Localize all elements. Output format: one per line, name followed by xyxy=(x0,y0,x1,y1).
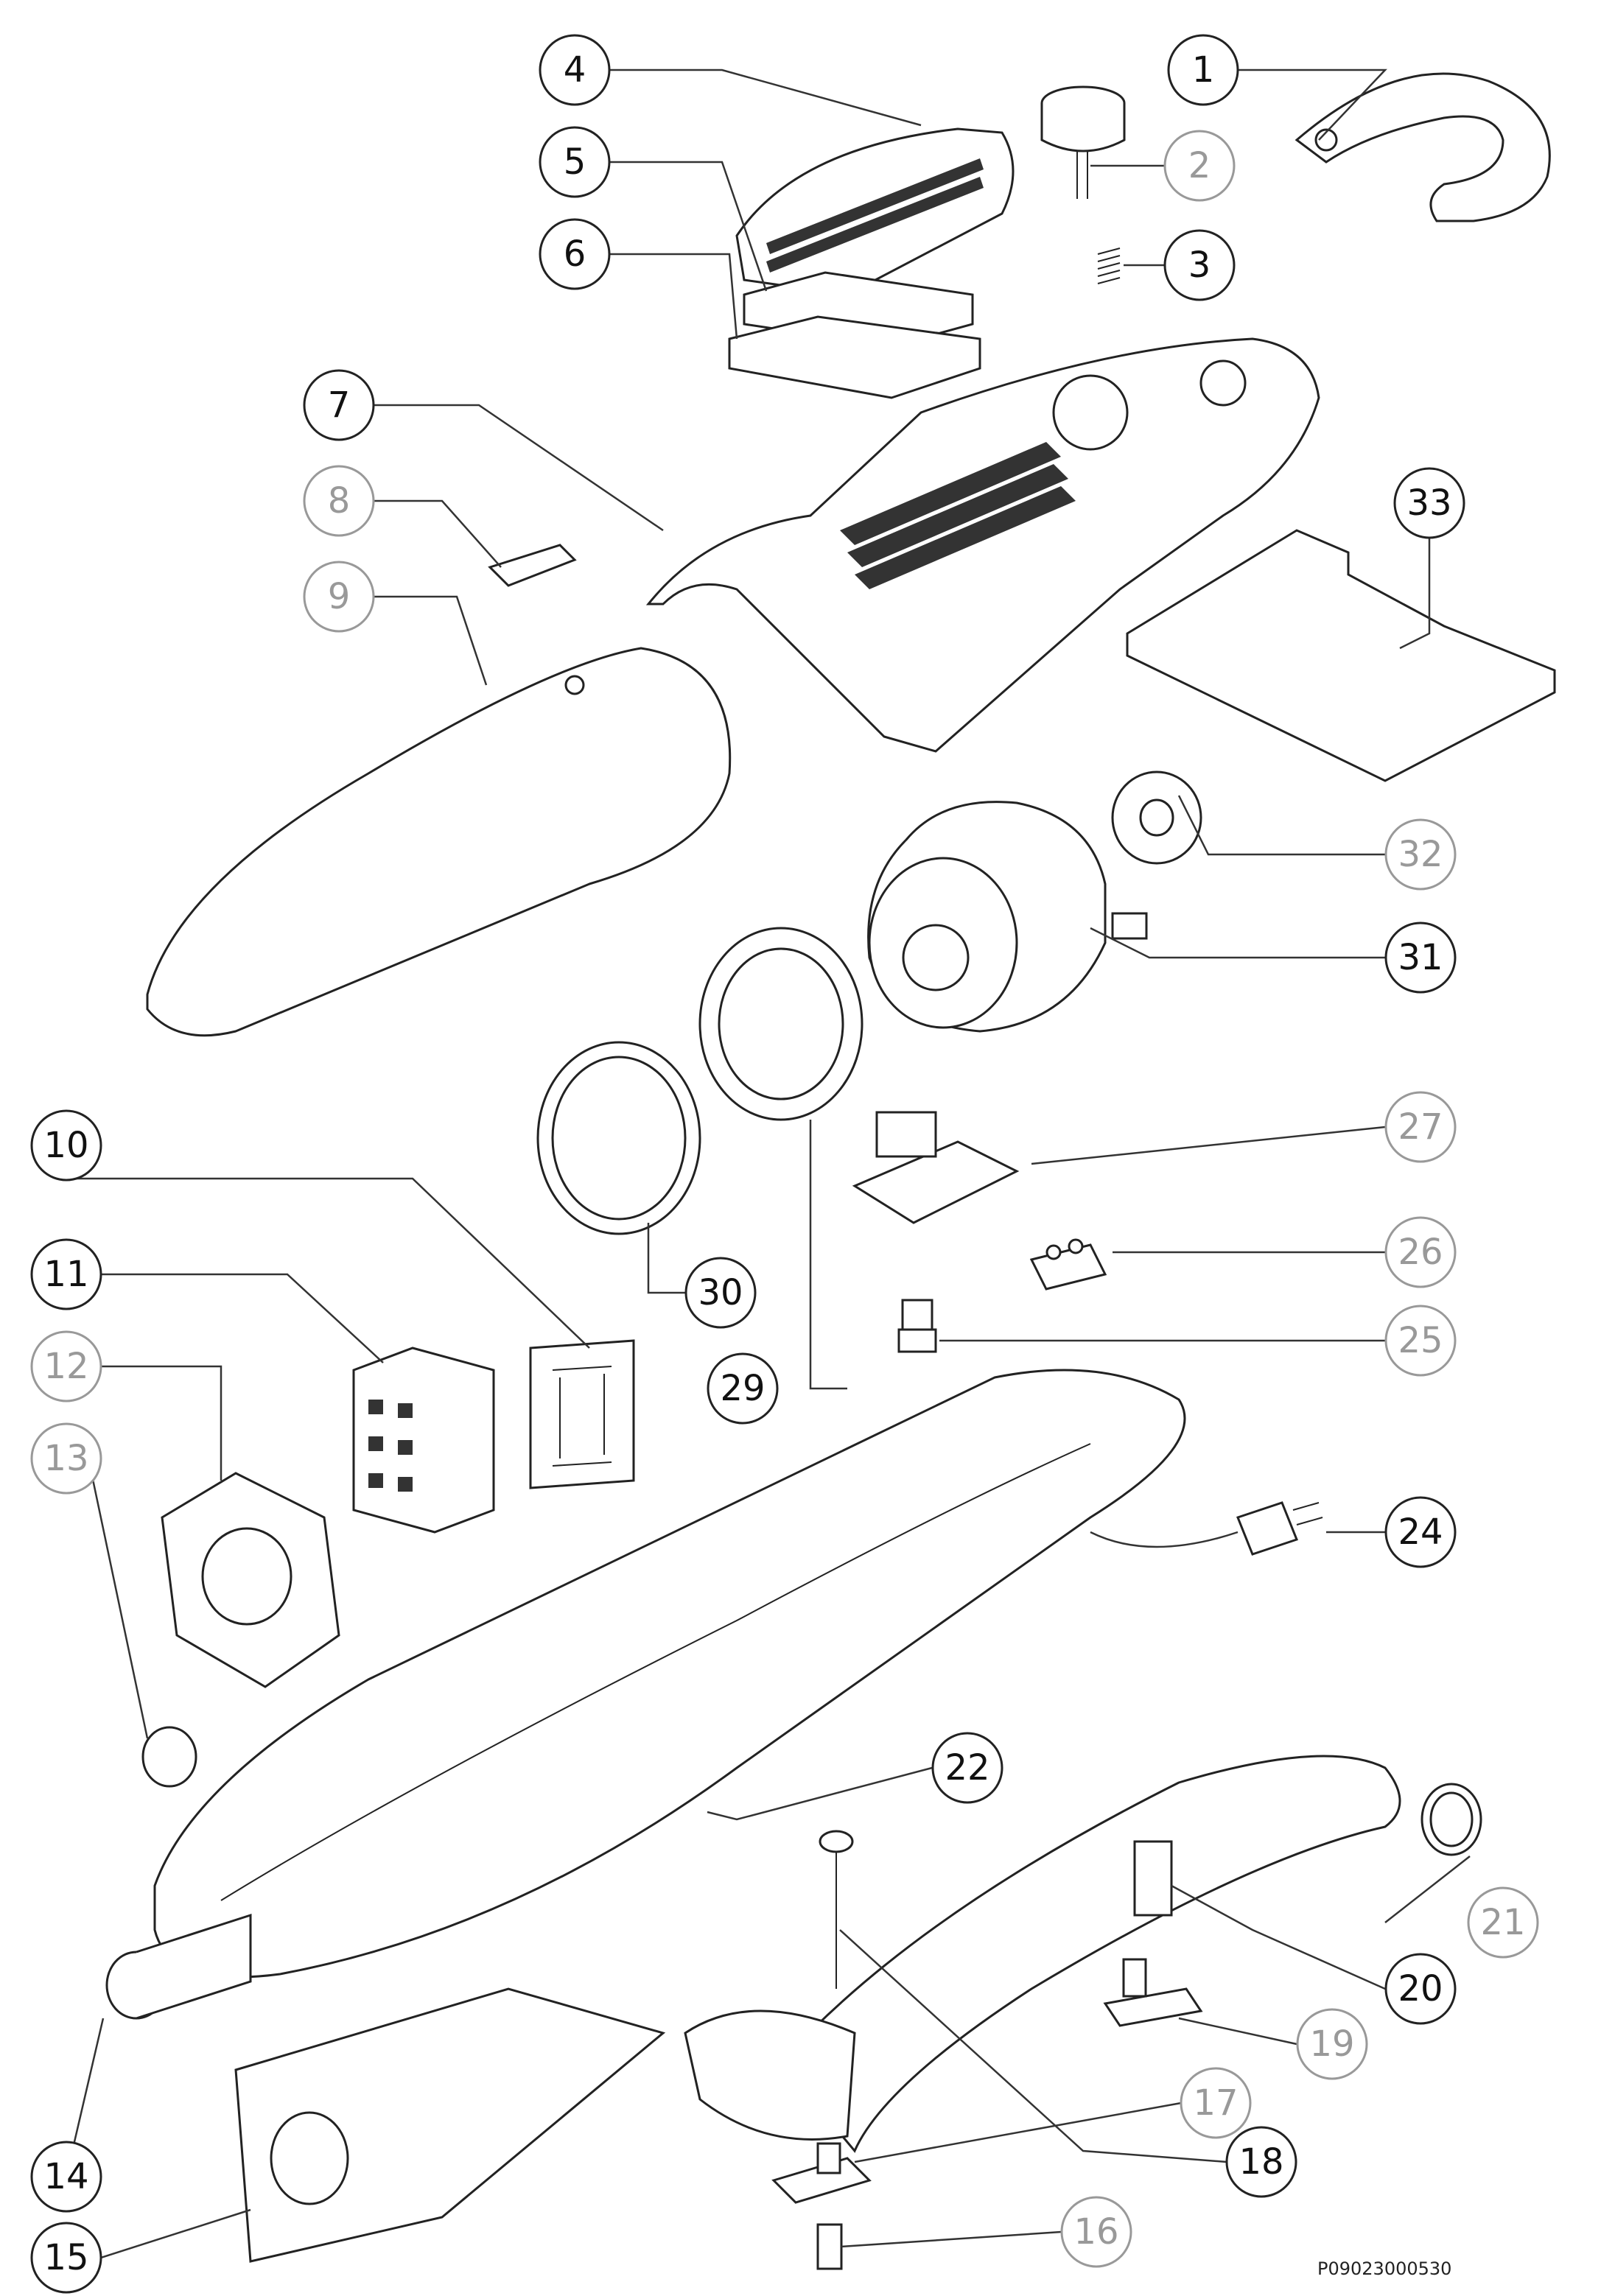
callout-12: 12 xyxy=(30,1330,102,1402)
callout-24: 24 xyxy=(1384,1496,1457,1568)
svg-text:22: 22 xyxy=(945,1747,989,1788)
part-filter-holder xyxy=(161,1472,340,1688)
callout-26: 26 xyxy=(1384,1216,1457,1288)
callout-18: 18 xyxy=(1225,2126,1297,2198)
part-latch xyxy=(1103,1958,1203,2027)
callout-16: 16 xyxy=(1060,2196,1132,2268)
svg-text:2: 2 xyxy=(1188,145,1211,186)
svg-text:29: 29 xyxy=(720,1368,765,1409)
part-small-peg xyxy=(816,2223,843,2270)
callout-33: 33 xyxy=(1393,467,1465,539)
svg-text:14: 14 xyxy=(43,2156,88,2197)
callout-22: 22 xyxy=(931,1732,1003,1804)
part-flat-filter xyxy=(529,1339,635,1489)
callout-7: 7 xyxy=(303,369,375,441)
svg-text:13: 13 xyxy=(43,1438,88,1479)
svg-text:12: 12 xyxy=(43,1346,88,1387)
svg-text:15: 15 xyxy=(43,2237,88,2278)
callout-2: 2 xyxy=(1163,130,1236,202)
part-main-body xyxy=(153,1369,1186,1979)
svg-text:7: 7 xyxy=(328,385,351,426)
svg-text:3: 3 xyxy=(1188,245,1211,286)
callout-4: 4 xyxy=(539,34,611,106)
callouts: 1 2 3 4 5 6 7 8 9 10 11 12 13 14 15 16 1… xyxy=(30,34,1539,2294)
part-knob xyxy=(1040,85,1126,199)
svg-text:6: 6 xyxy=(564,234,586,275)
part-switch xyxy=(897,1299,937,1353)
part-grille-cover xyxy=(735,127,1015,296)
part-seal-ring xyxy=(536,1041,701,1235)
callout-11: 11 xyxy=(30,1238,102,1310)
callout-32: 32 xyxy=(1384,818,1457,891)
part-motor xyxy=(867,801,1148,1033)
svg-text:30: 30 xyxy=(698,1272,743,1313)
svg-text:16: 16 xyxy=(1073,2211,1118,2253)
svg-text:19: 19 xyxy=(1309,2023,1354,2065)
callout-15: 15 xyxy=(30,2222,102,2294)
callout-13: 13 xyxy=(30,1422,102,1495)
svg-text:10: 10 xyxy=(43,1125,88,1166)
svg-text:21: 21 xyxy=(1480,1902,1525,1943)
svg-text:31: 31 xyxy=(1398,937,1443,978)
svg-text:32: 32 xyxy=(1398,834,1443,875)
part-clip xyxy=(488,544,577,587)
callout-3: 3 xyxy=(1163,229,1236,301)
part-upper-housing xyxy=(645,337,1320,753)
svg-text:26: 26 xyxy=(1398,1232,1443,1273)
callout-29: 29 xyxy=(707,1352,779,1425)
part-motor-sleeve xyxy=(698,927,863,1121)
part-spring xyxy=(1097,247,1121,284)
part-circuit-board xyxy=(852,1111,1020,1224)
callout-5: 5 xyxy=(539,126,611,198)
part-filter-cartridge xyxy=(352,1347,495,1534)
callout-31: 31 xyxy=(1384,921,1457,994)
svg-text:18: 18 xyxy=(1239,2141,1283,2183)
callout-17: 17 xyxy=(1180,2067,1252,2139)
svg-text:4: 4 xyxy=(564,49,586,91)
svg-text:25: 25 xyxy=(1398,1320,1443,1361)
part-slide-button xyxy=(771,2142,872,2204)
part-nozzle-cover xyxy=(146,647,732,1037)
svg-text:20: 20 xyxy=(1398,1968,1443,2009)
part-power-cord xyxy=(1090,1501,1323,1556)
svg-text:24: 24 xyxy=(1398,1512,1443,1553)
svg-text:1: 1 xyxy=(1192,49,1215,91)
svg-text:33: 33 xyxy=(1406,482,1451,524)
part-washer xyxy=(1111,770,1202,865)
part-tube-end xyxy=(105,1913,252,2020)
part-filter-pad-lower xyxy=(728,315,981,399)
callout-25: 25 xyxy=(1384,1305,1457,1377)
svg-text:11: 11 xyxy=(43,1254,88,1295)
leader-lines xyxy=(65,69,1471,2270)
callout-9: 9 xyxy=(303,561,375,633)
part-terminal-block xyxy=(1029,1238,1107,1291)
callout-1: 1 xyxy=(1167,34,1239,106)
part-small-disc xyxy=(141,1726,197,1788)
svg-text:27: 27 xyxy=(1398,1106,1443,1148)
part-small-ring xyxy=(1420,1783,1482,1856)
part-foam-pad xyxy=(1126,529,1556,782)
callout-21: 21 xyxy=(1467,1886,1539,1959)
callout-19: 19 xyxy=(1296,2008,1368,2080)
callout-6: 6 xyxy=(539,218,611,290)
callout-14: 14 xyxy=(30,2141,102,2213)
callout-10: 10 xyxy=(30,1109,102,1182)
document-code: P09023000530 xyxy=(1317,2258,1452,2279)
callout-8: 8 xyxy=(303,465,375,537)
svg-text:9: 9 xyxy=(328,576,351,617)
part-pin xyxy=(819,1830,854,1989)
svg-text:8: 8 xyxy=(328,480,351,522)
callout-20: 20 xyxy=(1384,1953,1457,2025)
callout-30: 30 xyxy=(684,1257,757,1329)
callout-27: 27 xyxy=(1384,1091,1457,1163)
part-dust-bag xyxy=(234,1987,666,2263)
part-crevice-nozzle xyxy=(684,1755,1401,2153)
svg-text:5: 5 xyxy=(564,141,586,183)
part-handle xyxy=(1295,72,1551,222)
svg-text:17: 17 xyxy=(1193,2082,1238,2124)
